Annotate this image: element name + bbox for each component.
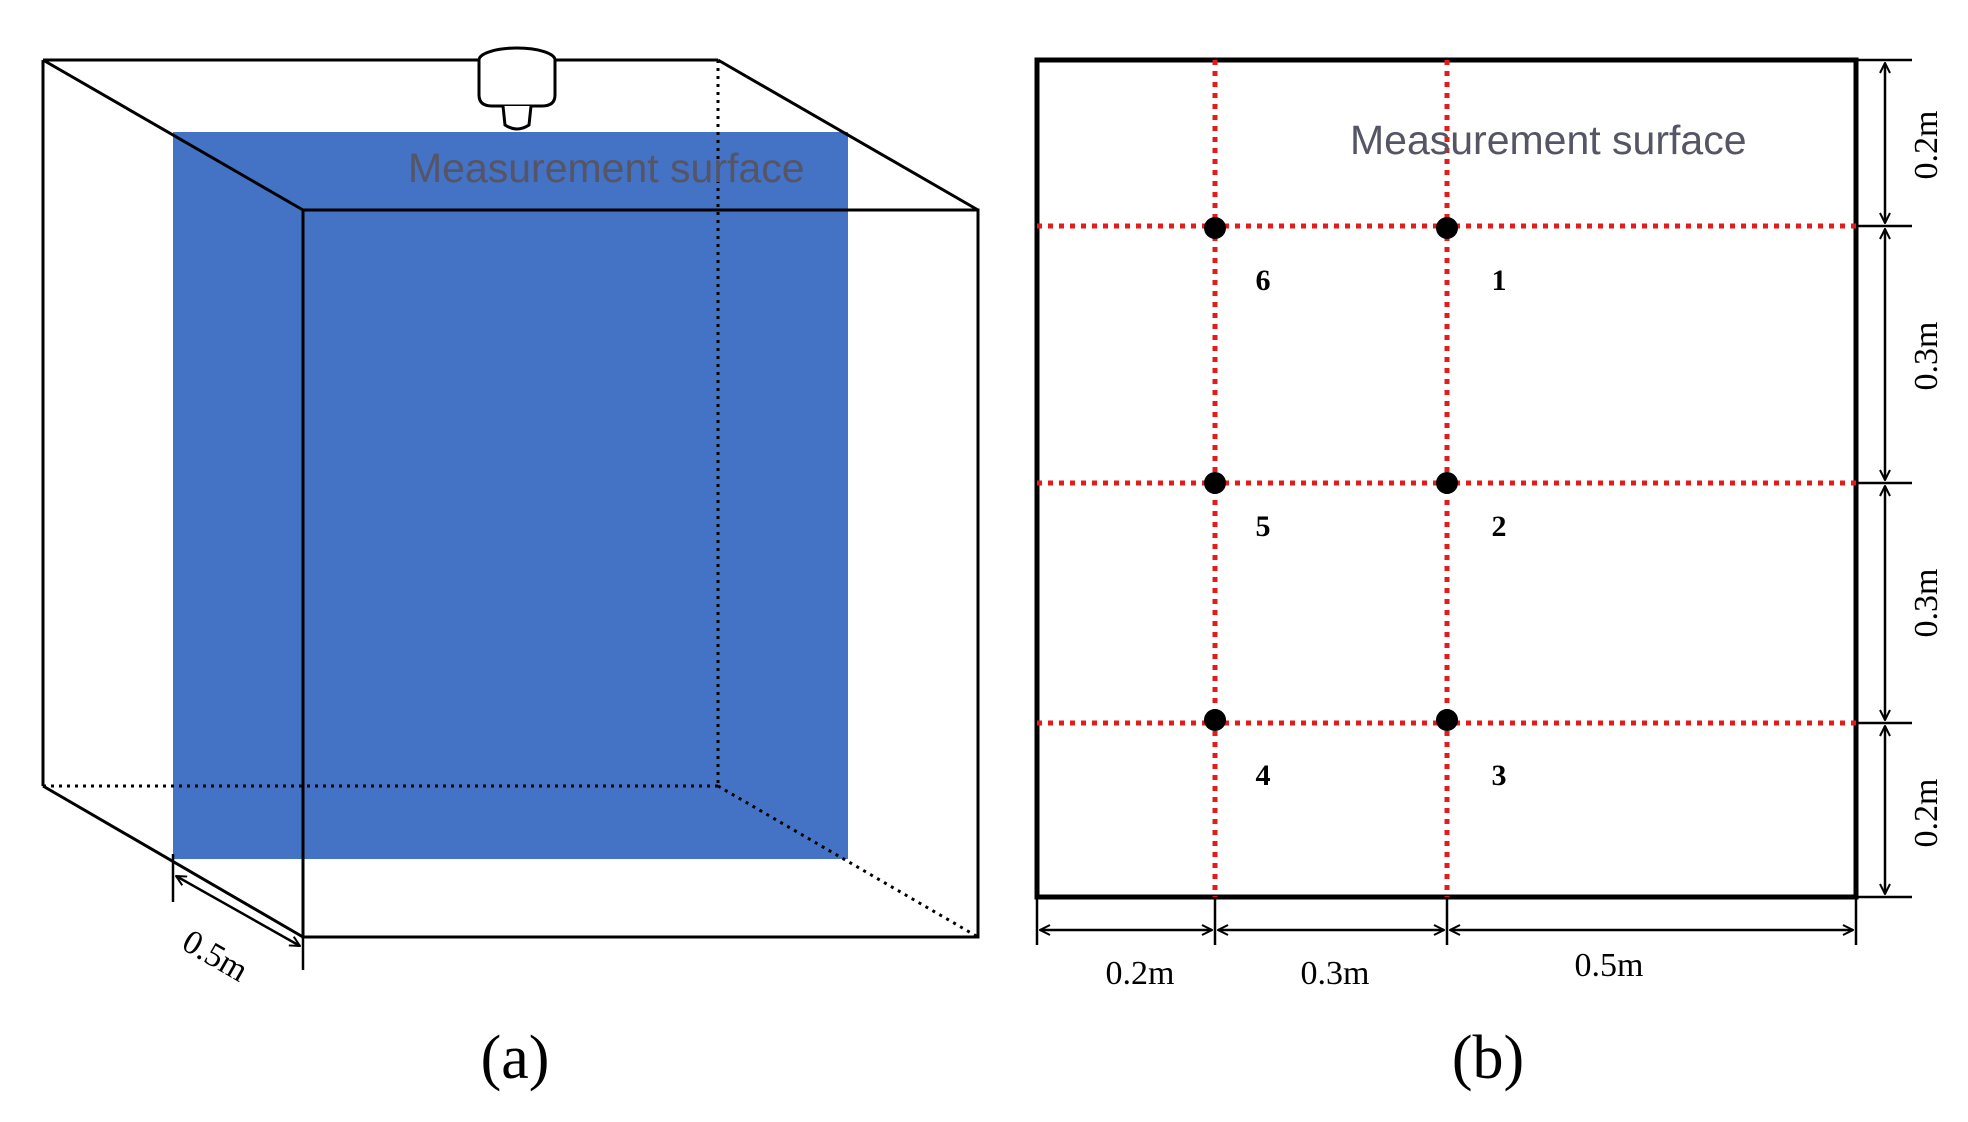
point-label-6: 6 bbox=[1256, 264, 1271, 297]
point-labels: 1 2 3 4 5 6 bbox=[1256, 264, 1507, 792]
panel-b: Measurement surface 1 2 3 4 5 6 bbox=[1034, 57, 1945, 1092]
depth-dimension-label: 0.5m bbox=[176, 923, 254, 990]
point-label-3: 3 bbox=[1492, 759, 1507, 792]
measurement-point-5 bbox=[1204, 472, 1226, 494]
panel-a: Measurement surface 0.5m (a) bbox=[41, 46, 980, 1092]
point-label-5: 5 bbox=[1256, 510, 1271, 543]
dim-bottom-label: 0.2m bbox=[1106, 955, 1175, 992]
box-hidden-edges bbox=[43, 60, 979, 939]
measurement-point-1 bbox=[1436, 217, 1458, 239]
right-dimension-labels: 0.2m 0.3m 0.3m 0.2m bbox=[1908, 111, 1945, 848]
sensor-icon bbox=[477, 46, 557, 131]
measurement-point-4 bbox=[1204, 709, 1226, 731]
right-dimensions bbox=[1856, 58, 1912, 899]
dim-right-label: 0.3m bbox=[1908, 322, 1945, 391]
measurement-point-3 bbox=[1436, 709, 1458, 731]
dim-bottom-label: 0.3m bbox=[1301, 955, 1370, 992]
surface-label-b: Measurement surface bbox=[1350, 117, 1747, 163]
measurement-point-2 bbox=[1436, 472, 1458, 494]
caption-a: (a) bbox=[481, 1024, 550, 1092]
dim-right-label: 0.3m bbox=[1908, 569, 1945, 638]
caption-b: (b) bbox=[1452, 1024, 1524, 1092]
point-label-4: 4 bbox=[1256, 759, 1271, 792]
measurement-surface-plane bbox=[173, 132, 848, 859]
dim-right-label: 0.2m bbox=[1908, 111, 1945, 180]
measurement-point-6 bbox=[1204, 217, 1226, 239]
point-label-2: 2 bbox=[1492, 510, 1507, 543]
bottom-dimensions bbox=[1035, 897, 1858, 945]
dim-bottom-label: 0.5m bbox=[1575, 947, 1644, 984]
measurement-points bbox=[1204, 217, 1458, 731]
dim-right-label: 0.2m bbox=[1908, 779, 1945, 848]
bottom-dimension-labels: 0.2m 0.3m 0.5m bbox=[1106, 947, 1644, 992]
surface-label-a: Measurement surface bbox=[408, 145, 805, 191]
point-label-1: 1 bbox=[1492, 264, 1507, 297]
depth-dimension bbox=[171, 854, 305, 970]
